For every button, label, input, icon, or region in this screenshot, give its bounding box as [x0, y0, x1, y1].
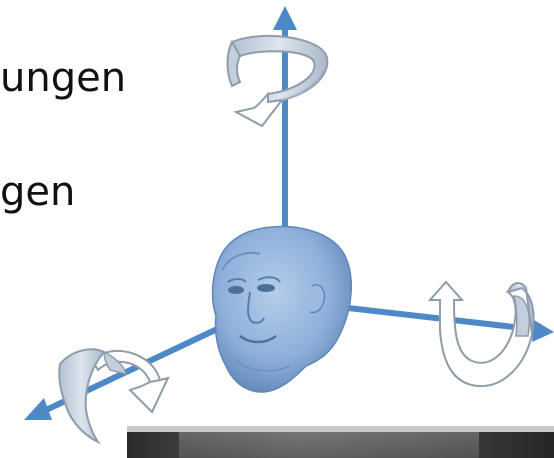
yaw-rotation-arrow-icon — [228, 36, 328, 126]
human-head-icon — [213, 227, 352, 392]
pitch-rotation-arrow-icon — [430, 282, 534, 386]
photo-thumbnail — [127, 426, 554, 458]
diagonal-axis — [24, 322, 232, 420]
